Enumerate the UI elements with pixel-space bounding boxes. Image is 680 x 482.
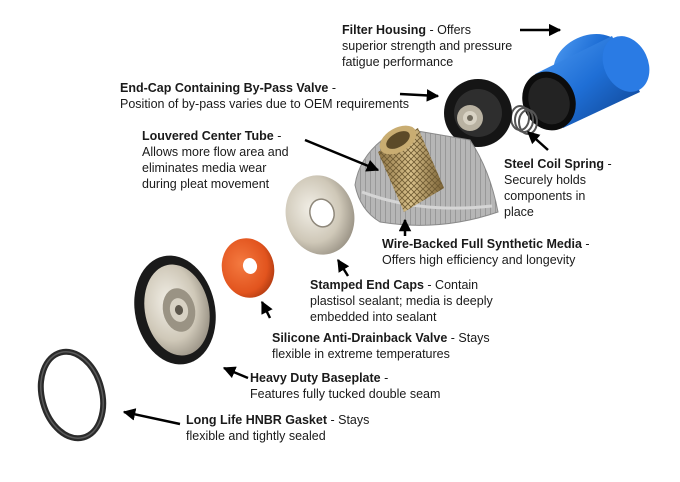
label-stamped-caps-line2: plastisol sealant; media is deeply bbox=[310, 294, 493, 308]
label-baseplate: Heavy Duty Baseplate - Features fully tu… bbox=[250, 370, 440, 402]
label-end-cap-line2: Position of by-pass varies due to OEM re… bbox=[120, 97, 410, 111]
label-wire-media-line2: Offers high efficiency and longevity bbox=[382, 253, 576, 267]
label-baseplate-title: Heavy Duty Baseplate bbox=[250, 371, 381, 385]
silicone-valve-part bbox=[221, 238, 275, 298]
label-gasket: Long Life HNBR Gasket - Stays flexible a… bbox=[186, 412, 369, 444]
label-silicone-valve-desc: - Stays bbox=[450, 331, 490, 345]
label-gasket-desc: - Stays bbox=[330, 413, 370, 427]
arrow-silicone-valve bbox=[260, 300, 273, 319]
label-wire-media-dash: - bbox=[585, 237, 590, 251]
label-silicone-valve-line2: flexible in extreme temperatures bbox=[272, 347, 450, 361]
label-steel-spring-dash: - bbox=[607, 157, 612, 171]
label-louvered-tube-line2: Allows more flow area and bbox=[142, 145, 289, 159]
stamped-end-cap-part bbox=[285, 175, 355, 255]
arrow-baseplate bbox=[222, 366, 249, 380]
label-filter-housing-title: Filter Housing bbox=[342, 23, 427, 37]
label-silicone-valve: Silicone Anti-Drainback Valve - Stays fl… bbox=[272, 330, 490, 362]
baseplate-part bbox=[134, 255, 216, 365]
label-louvered-tube: Louvered Center Tube - Allows more flow … bbox=[142, 128, 289, 192]
label-louvered-tube-title: Louvered Center Tube bbox=[142, 129, 274, 143]
label-baseplate-line2: Features fully tucked double seam bbox=[250, 387, 441, 401]
end-cap-part bbox=[444, 79, 512, 147]
label-steel-spring-line3: components in bbox=[504, 189, 586, 203]
label-silicone-valve-title: Silicone Anti-Drainback Valve bbox=[272, 331, 448, 345]
label-stamped-caps: Stamped End Caps - Contain plastisol sea… bbox=[310, 277, 493, 325]
label-louvered-tube-line3: eliminates media wear bbox=[142, 161, 267, 175]
label-gasket-line2: flexible and tightly sealed bbox=[186, 429, 326, 443]
label-steel-spring-line2: Securely holds bbox=[504, 173, 586, 187]
label-filter-housing-line2: superior strength and pressure bbox=[342, 39, 513, 53]
arrow-steel-spring bbox=[527, 131, 549, 151]
label-steel-spring: Steel Coil Spring - Securely holds compo… bbox=[504, 156, 612, 220]
label-wire-media: Wire-Backed Full Synthetic Media - Offer… bbox=[382, 236, 590, 268]
arrow-stamped-caps bbox=[336, 258, 350, 277]
label-wire-media-title: Wire-Backed Full Synthetic Media bbox=[382, 237, 582, 251]
label-stamped-caps-desc: - Contain bbox=[427, 278, 479, 292]
arrow-louvered-tube bbox=[304, 138, 380, 172]
filter-housing-part bbox=[522, 33, 650, 131]
label-steel-spring-title: Steel Coil Spring bbox=[504, 157, 605, 171]
arrow-gasket bbox=[122, 408, 181, 426]
label-gasket-title: Long Life HNBR Gasket bbox=[186, 413, 327, 427]
arrow-end-cap bbox=[399, 89, 440, 102]
label-stamped-caps-title: Stamped End Caps bbox=[310, 278, 424, 292]
label-filter-housing: Filter Housing - Offers superior strengt… bbox=[342, 22, 512, 70]
label-filter-housing-line3: fatigue performance bbox=[342, 55, 454, 69]
louvered-center-tube-part bbox=[378, 125, 444, 212]
label-filter-housing-desc: - Offers bbox=[429, 23, 471, 37]
label-end-cap-dash: - bbox=[331, 81, 337, 95]
label-steel-spring-line4: place bbox=[504, 205, 534, 219]
label-baseplate-dash: - bbox=[384, 371, 389, 385]
gasket-part bbox=[37, 348, 107, 442]
label-stamped-caps-line3: embedded into sealant bbox=[310, 310, 437, 324]
label-end-cap-title: End-Cap Containing By-Pass Valve bbox=[120, 81, 329, 95]
label-louvered-tube-dash: - bbox=[277, 129, 282, 143]
label-louvered-tube-line4: during pleat movement bbox=[142, 177, 270, 191]
label-end-cap: End-Cap Containing By-Pass Valve - Posit… bbox=[120, 80, 409, 112]
